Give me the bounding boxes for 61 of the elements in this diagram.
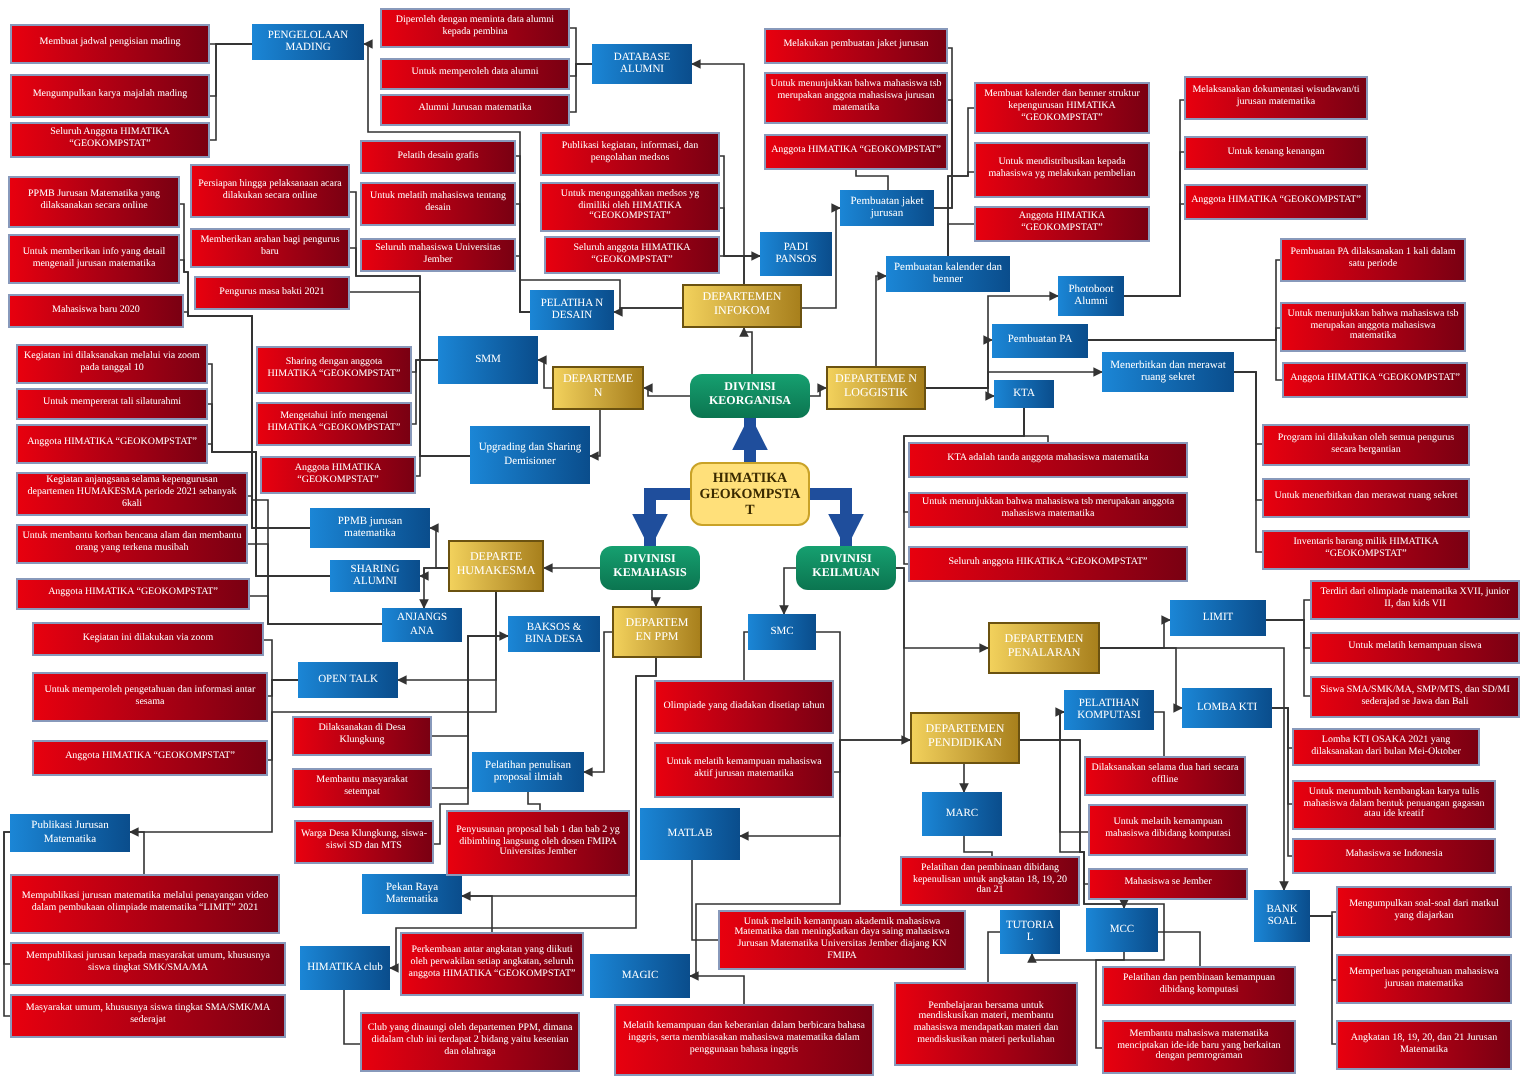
arrow bbox=[689, 739, 911, 981]
connector-line bbox=[689, 975, 745, 1005]
arrow bbox=[739, 327, 753, 375]
connector-line bbox=[1309, 915, 1337, 1045]
arrow bbox=[1019, 739, 1129, 909]
arrow bbox=[1099, 647, 1289, 891]
arrow bbox=[129, 591, 497, 837]
connector-line bbox=[903, 407, 1025, 565]
arrow bbox=[543, 563, 601, 573]
connector-line bbox=[249, 595, 383, 625]
connector-line bbox=[349, 291, 471, 457]
arrow bbox=[895, 567, 989, 653]
arrow bbox=[419, 567, 449, 609]
connector-line bbox=[343, 989, 361, 1045]
connector-line bbox=[743, 631, 749, 681]
connector-line bbox=[1157, 931, 1201, 967]
connector-line bbox=[1059, 711, 1089, 885]
connector-line bbox=[1123, 203, 1185, 297]
connector-line bbox=[1087, 339, 1283, 381]
connector-line bbox=[183, 311, 311, 529]
thick-arrow bbox=[810, 488, 864, 550]
arrow bbox=[643, 383, 691, 397]
connector-line bbox=[1265, 619, 1311, 697]
connector-line bbox=[963, 835, 993, 857]
connector-line bbox=[947, 223, 975, 257]
arrow bbox=[743, 251, 761, 285]
connector-line bbox=[1271, 707, 1293, 857]
arrow bbox=[875, 271, 887, 367]
connector-line bbox=[209, 43, 253, 141]
connector-line bbox=[1233, 371, 1263, 553]
connector-line bbox=[129, 831, 145, 875]
connector-line bbox=[267, 679, 299, 761]
connector-line bbox=[1153, 711, 1165, 757]
connector-line bbox=[527, 791, 541, 811]
connector-line bbox=[691, 859, 719, 941]
arrow bbox=[801, 203, 841, 309]
arrow bbox=[389, 657, 657, 973]
arrow bbox=[583, 631, 613, 777]
arrow bbox=[959, 763, 969, 793]
connector-line bbox=[855, 169, 889, 191]
arrow bbox=[925, 387, 995, 401]
connector-line bbox=[207, 443, 331, 577]
arrow bbox=[613, 307, 683, 317]
arrow bbox=[537, 355, 553, 389]
connector-line bbox=[933, 99, 953, 209]
arrow bbox=[779, 567, 797, 615]
connector-line bbox=[815, 631, 841, 773]
connector-line bbox=[569, 63, 593, 113]
connector-line bbox=[987, 931, 1001, 983]
connector-line bbox=[3, 831, 11, 1017]
connector-line bbox=[433, 635, 509, 845]
connector-line bbox=[515, 255, 531, 313]
connector-line bbox=[719, 255, 761, 257]
arrow bbox=[651, 589, 661, 607]
thick-arrow bbox=[632, 488, 690, 550]
connector-line bbox=[415, 359, 439, 477]
arrow bbox=[809, 383, 827, 397]
thick-arrow bbox=[732, 414, 768, 462]
connector-line bbox=[461, 895, 493, 933]
connector-line bbox=[1095, 951, 1125, 1049]
arrow bbox=[589, 409, 601, 461]
